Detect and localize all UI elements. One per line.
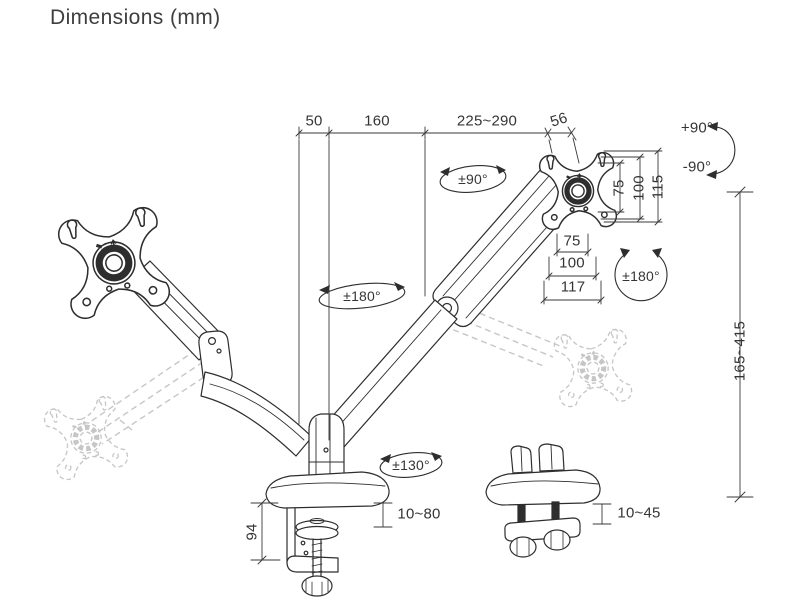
vesa-rotation-arc-icon: [614, 248, 668, 302]
base-swivel-arc-icon: [379, 452, 443, 478]
rotation-elbow-swivel: ±180°: [343, 288, 381, 304]
dimension-lines: [250, 126, 754, 565]
rotation-monitor-swivel: ±90°: [458, 171, 488, 187]
rotation-base-swivel: ±130°: [392, 457, 430, 473]
dim-height-range: 165~415: [731, 320, 749, 382]
clamp-base: [265, 471, 390, 509]
dim-grommet-desk-thickness: 10~45: [617, 504, 661, 522]
ghost-right-vesa-plate: [553, 328, 632, 407]
left-arm-lower: [200, 371, 313, 457]
rotation-vesa: ±180°: [622, 268, 660, 284]
dim-vesa-h-100: 100: [559, 254, 585, 272]
rotation-tilt-down: -90°: [682, 158, 712, 176]
dim-arm-offset: 50: [305, 112, 323, 130]
dim-vesa-h-75: 75: [563, 232, 581, 250]
tilt-arc-icon: [706, 122, 736, 179]
dim-vesa-h-117: 117: [560, 278, 586, 296]
dim-clamp-height: 94: [243, 523, 261, 541]
ghost-left-vesa-plate: [42, 394, 129, 481]
ghost-right-arm: [443, 301, 561, 368]
dim-pole-to-elbow: 160: [364, 112, 390, 130]
grommet-base: [485, 443, 601, 558]
dim-clamp-desk-thickness: 10~80: [397, 505, 441, 523]
dim-vesa-v-115: 115: [649, 174, 667, 200]
dim-vesa-v-100: 100: [630, 175, 648, 201]
desk-clamp: [286, 507, 339, 597]
dim-arm-reach: 225~290: [456, 112, 518, 130]
left-vesa-plate: [56, 205, 171, 320]
rotation-arcs: [318, 122, 736, 478]
ghost-left-arm: [89, 349, 213, 445]
rotation-tilt-up: +90°: [680, 119, 714, 137]
diagram-title: Dimensions (mm): [50, 6, 221, 29]
monitor-swivel-arc-icon: [439, 165, 507, 193]
center-pole: [308, 413, 345, 483]
elbow-swivel-arc-icon: [318, 282, 406, 310]
dim-vesa-v-75: 75: [610, 179, 628, 197]
